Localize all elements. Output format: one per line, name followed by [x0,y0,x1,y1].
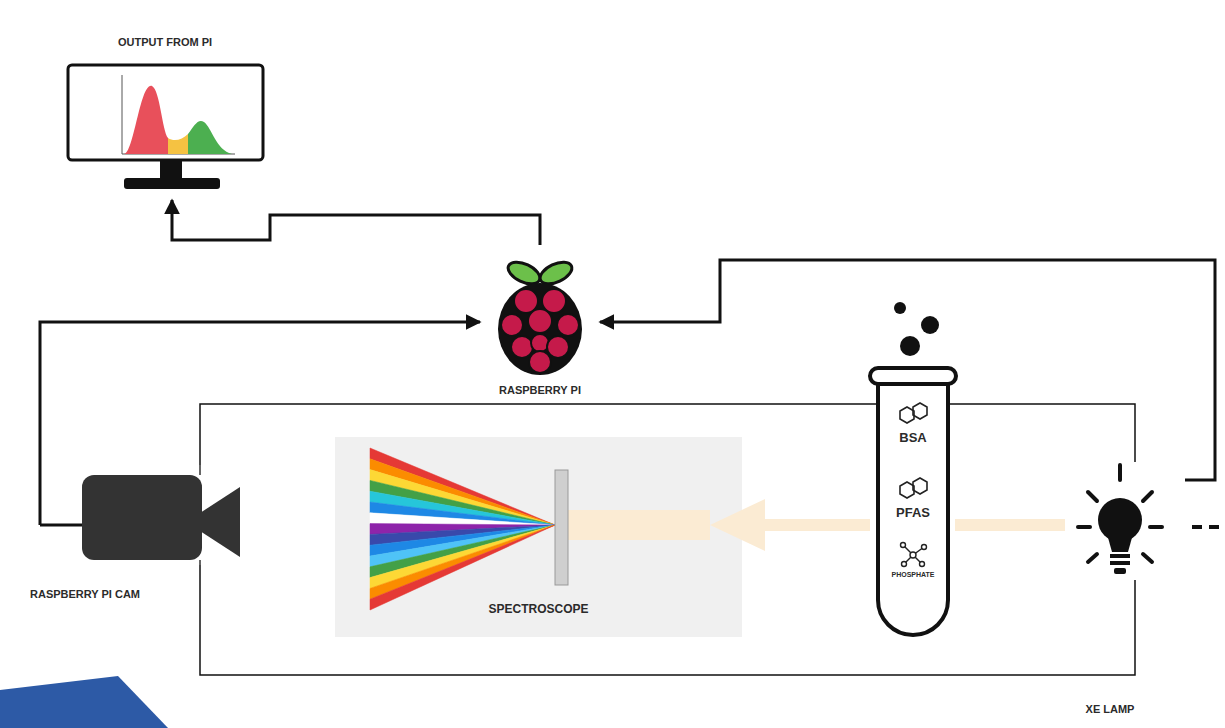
node-label: PHOSPHATE [868,570,958,579]
node-label: RASPBERRY PI CAM [30,587,160,601]
spectroscope-panel: SPECTROSCOPE [335,437,742,637]
monitor-output: OUTPUT FROM PI [60,30,275,200]
node-outline [40,465,245,565]
node-outline [868,300,958,640]
node-label: OUTPUT FROM PI [90,35,240,49]
corner-band [0,676,168,728]
node-label: PFAS [868,505,958,522]
data-wire [172,200,540,245]
light-beam [955,519,1065,531]
raspberry-pi-board: RASPBERRY PI [480,245,600,395]
node-label: RASPBERRY PI [480,383,600,397]
node-label: SPECTROSCOPE [335,602,742,618]
lamp-ray [1192,525,1222,529]
light-beam [765,519,870,531]
node-label: XE LAMP [1070,702,1150,716]
xe-lamp: XE LAMP [1070,462,1185,580]
sample-test-tube: BSA PFAS PHOSPHATE [868,300,958,640]
node-label: BSA [868,430,958,447]
camera-module: RASPBERRY PI CAM [40,465,245,565]
node-outline [480,245,600,395]
node-outline [60,30,275,200]
node-outline [1070,462,1185,580]
